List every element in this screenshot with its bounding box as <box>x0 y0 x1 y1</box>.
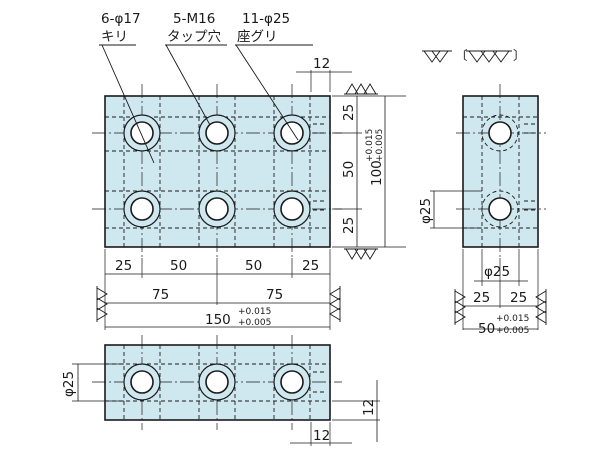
dim-text-150: 150 <box>205 312 231 328</box>
dim-text-front-12-vertical: 12 <box>361 399 377 416</box>
callout-drill-note: キリ <box>101 29 128 45</box>
dim-text-50: 50 <box>341 161 357 178</box>
dim-text-75-b: 75 <box>266 287 283 303</box>
callout-counterbore-size: 11-φ25 <box>242 11 290 27</box>
dim-text-front-phi25: φ25 <box>61 371 77 397</box>
dimension-top-12: 12 <box>296 56 352 92</box>
dim-text-phi25-horizontal: φ25 <box>484 264 510 280</box>
dim-tol-lower: +0.005 <box>238 318 271 328</box>
surface-finish-symbol: 〔 〕 <box>422 48 526 63</box>
callout-counterbore-note: 座グリ <box>237 29 278 45</box>
callouts: 6-φ17 キリ 5-M16 タップ穴 11-φ25 座グリ <box>99 11 313 164</box>
dim-text-side-50: 50 <box>478 321 495 337</box>
svg-text:〔: 〔 <box>455 48 468 63</box>
side-view-dimensions: φ25 φ25 25 25 50 +0.015 +0.005 <box>418 190 547 337</box>
dimension-right-vertical: 25 50 25 100 +0.015 +0.005 <box>332 83 406 260</box>
callout-tap-note: タップ穴 <box>167 29 221 45</box>
dim-text-25-top: 25 <box>341 104 357 121</box>
dim-text-25-bottom: 25 <box>341 217 357 234</box>
dim-tol-lower: +0.005 <box>496 326 529 336</box>
dim-text-100: 100 <box>369 160 385 186</box>
side-view-body <box>462 95 539 248</box>
svg-text:〕: 〕 <box>513 48 526 63</box>
dim-text-side-25-right: 25 <box>510 290 527 306</box>
callout-tap-size: 5-M16 <box>173 11 215 27</box>
dim-text-25-left: 25 <box>115 258 132 274</box>
dim-text-50-a: 50 <box>170 258 187 274</box>
front-view <box>92 335 342 430</box>
dim-tol-upper: +0.015 <box>238 307 271 317</box>
top-view <box>92 84 342 258</box>
dimension-bottom-horizontal: 25 50 50 25 75 75 150 +0.015 +0.005 <box>96 249 341 330</box>
front-view-dimensions: φ25 12 12 <box>61 363 380 446</box>
dim-tol-upper: +0.015 <box>365 129 375 162</box>
dim-text-75-a: 75 <box>152 287 169 303</box>
side-view <box>456 84 546 258</box>
dim-text-front-12-horizontal: 12 <box>313 428 330 444</box>
dim-tol-upper: +0.015 <box>496 314 529 324</box>
dim-text-side-25-left: 25 <box>473 290 490 306</box>
dim-tol-lower: +0.005 <box>375 129 385 162</box>
dim-text-50-b: 50 <box>245 258 262 274</box>
callout-drill-size: 6-φ17 <box>101 11 141 27</box>
dim-text-12: 12 <box>313 56 330 72</box>
dim-text-25-right: 25 <box>302 258 319 274</box>
dim-text-phi25-vertical: φ25 <box>418 198 434 224</box>
